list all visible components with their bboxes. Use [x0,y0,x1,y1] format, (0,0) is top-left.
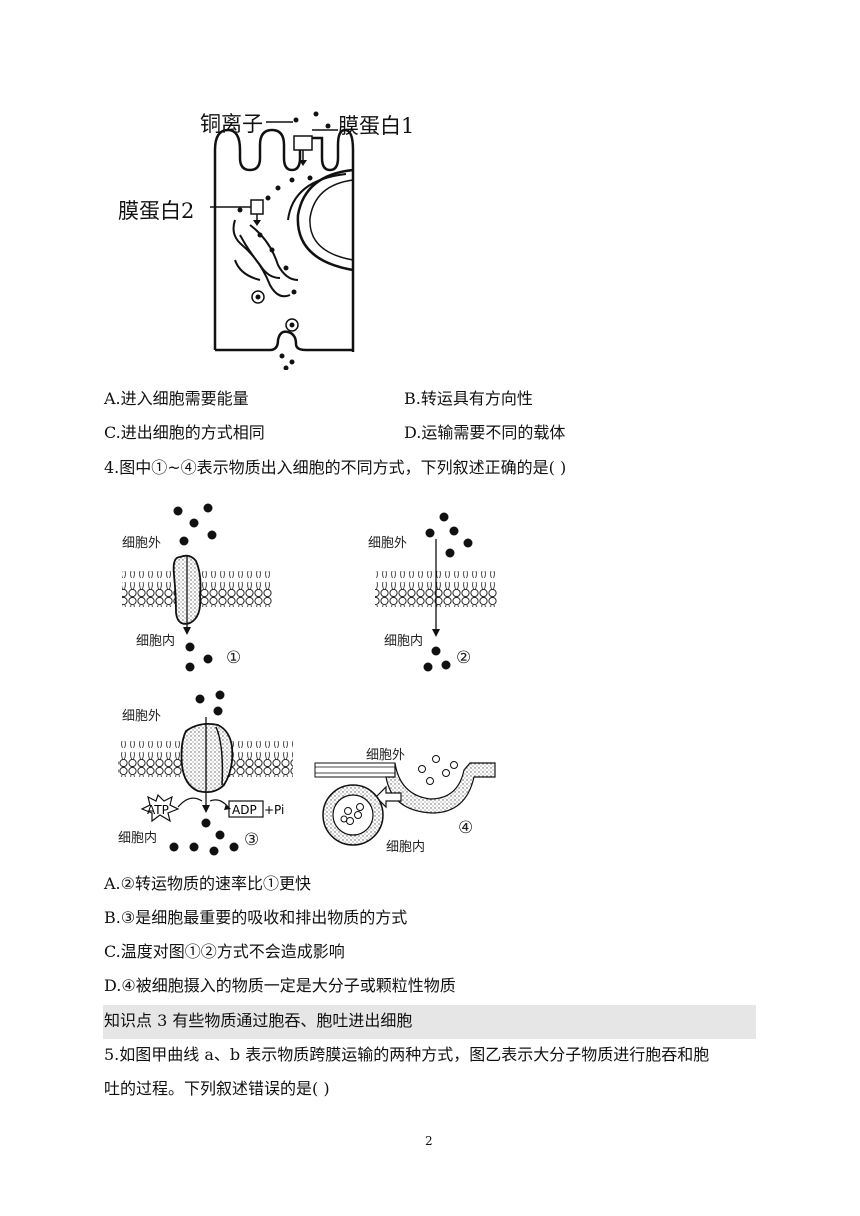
q3-option-d: D.运输需要不同的载体 [404,423,566,442]
p2-inside: 细胞内 [384,634,424,649]
q3-option-a: A.进入细胞需要能量 [104,389,249,408]
q4-option-b: B.③是细胞最重要的吸收和排出物质的方式 [104,908,408,927]
p1-inside: 细胞内 [136,634,176,649]
transport-figure: ATP ADP +Pi [110,495,510,865]
p1-number: ① [226,648,242,668]
p1-outside: 细胞外 [122,536,162,551]
atp-label: ATP [147,803,169,817]
label-copper-ion: 铜离子 [200,112,263,136]
p2-number: ② [456,648,472,668]
label-protein1: 膜蛋白1 [338,114,415,138]
transport-diagram: ATP ADP +Pi [118,503,497,856]
q5-line2: 吐的过程。下列叙述错误的是( ) [104,1079,330,1098]
q4-option-d: D.④被细胞摄入的物质一定是大分子或颗粒性物质 [104,976,456,995]
p3-outside: 细胞外 [122,709,162,724]
section-heading: 知识点 3 有些物质通过胞吞、胞吐进出细胞 [104,1011,413,1030]
p3-number: ③ [244,830,260,850]
q4-option-a: A.②转运物质的速率比①更快 [104,874,311,893]
q3-option-c: C.进出细胞的方式相同 [104,423,265,442]
p4-inside: 细胞内 [386,840,426,855]
p3-inside: 细胞内 [118,831,158,846]
p4-outside: 细胞外 [366,748,406,763]
q4-option-c: C.温度对图①②方式不会造成影响 [104,942,345,961]
cell-diagram [210,111,355,371]
q3-option-b: B.转运具有方向性 [404,389,533,408]
p2-outside: 细胞外 [368,536,408,551]
label-protein2: 膜蛋白2 [118,199,195,223]
q4-stem: 4.图中①~④表示物质出入细胞的不同方式，下列叙述正确的是( ) [104,458,567,477]
section-heading-bar [103,1005,756,1039]
pi-label: +Pi [264,803,284,817]
p4-number: ④ [458,818,474,838]
adp-label: ADP [232,803,257,817]
page-number: 2 [425,1134,433,1148]
q5-line1: 5.如图甲曲线 a、b 表示物质跨膜运输的两种方式，图乙表示大分子物质进行胞吞和… [104,1045,710,1064]
cell-figure [110,100,440,371]
